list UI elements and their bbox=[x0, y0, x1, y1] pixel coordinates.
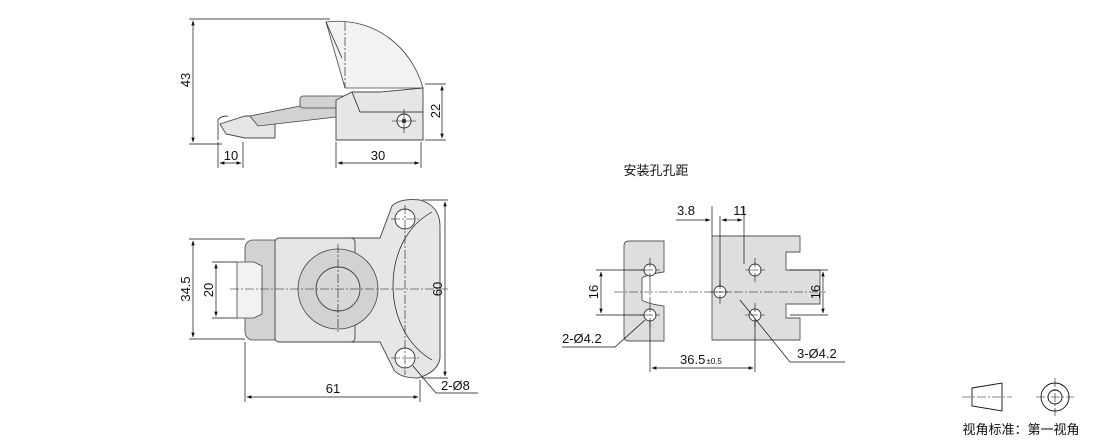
hook-tab bbox=[236, 261, 263, 319]
hole-centerlines bbox=[391, 205, 419, 375]
right-plate bbox=[711, 235, 821, 341]
projection-circle-axes bbox=[1036, 378, 1074, 416]
base-detail-line bbox=[351, 91, 423, 113]
dim-30-label: 30 bbox=[371, 148, 385, 163]
dim-16-right-label: 16 bbox=[808, 285, 823, 299]
dim-61-extensions bbox=[244, 342, 421, 402]
dim-61-label: 61 bbox=[326, 381, 340, 396]
dim-3-8-label: 3.8 bbox=[677, 203, 695, 218]
projection-symbol: 视角标准：第一视角 bbox=[962, 378, 1080, 438]
left-holes-leader bbox=[562, 319, 646, 348]
dim-22-label: 22 bbox=[428, 104, 443, 118]
dim-43-label: 43 bbox=[178, 73, 193, 87]
dim-60-label: 60 bbox=[430, 282, 445, 296]
dim-34-5-extensions bbox=[189, 238, 245, 340]
hole-callout-leader bbox=[412, 365, 478, 394]
projection-label: 视角标准：第一视角 bbox=[962, 423, 1079, 438]
side-view: 43 10 30 22 bbox=[178, 18, 446, 168]
right-holes-leader bbox=[739, 299, 845, 363]
dim-34-5-label: 34.5 bbox=[178, 276, 193, 301]
hook-end bbox=[217, 115, 229, 140]
flange-inner-curve bbox=[392, 211, 433, 361]
dim-36-5-text: 36.5±0.5 bbox=[680, 352, 722, 367]
left-holes-label: 2-Ø4.2 bbox=[562, 331, 602, 346]
dim-16-left-extensions bbox=[596, 269, 644, 316]
dim-11-label: 11 bbox=[733, 203, 747, 218]
flange-plate bbox=[339, 199, 441, 379]
left-hole-centerlines bbox=[640, 258, 660, 327]
top-view: 34.5 20 60 61 2-Ø8 bbox=[178, 199, 478, 402]
dim-30-extensions bbox=[335, 142, 422, 168]
dim-60-extensions bbox=[422, 199, 448, 379]
dim-3-8-11-extensions bbox=[711, 206, 745, 286]
left-plate bbox=[623, 240, 665, 342]
mounting-title: 安装孔孔距 bbox=[623, 164, 688, 179]
dim-20-extensions bbox=[212, 261, 237, 319]
swing-handle-line bbox=[325, 21, 343, 59]
base-block bbox=[335, 87, 424, 141]
dim-36-5-tolerance: ±0.5 bbox=[706, 357, 722, 366]
right-holes-label: 3-Ø4.2 bbox=[797, 346, 837, 361]
dim-10-extensions bbox=[217, 142, 244, 168]
projection-cone-icon bbox=[971, 382, 1003, 412]
hole-callout-label: 2-Ø8 bbox=[441, 378, 470, 393]
dim-43-extensions bbox=[189, 18, 330, 145]
mounting-pattern: 安装孔孔距 3.8 11 16 16 36.5±0.5 bbox=[562, 164, 845, 372]
dim-22-extensions bbox=[425, 83, 446, 141]
pivot-centerlines bbox=[392, 109, 416, 133]
dim-36-5-label: 36.5 bbox=[680, 352, 705, 367]
dim-10-label: 10 bbox=[224, 148, 238, 163]
dim-16-right-extensions bbox=[790, 269, 828, 316]
dim-20-label: 20 bbox=[201, 283, 216, 297]
dim-16-left-label: 16 bbox=[586, 285, 601, 299]
dim-36-5-extensions bbox=[649, 321, 756, 372]
